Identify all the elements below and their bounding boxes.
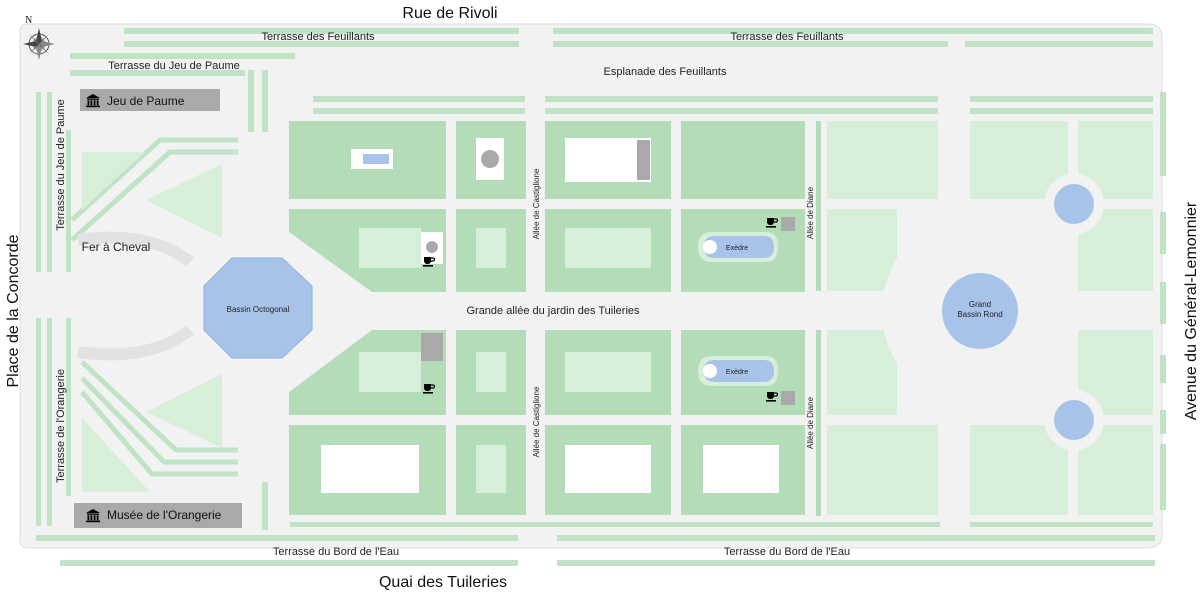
grand-bassin-rond (942, 273, 1018, 349)
fer-a-cheval-label: Fer à Cheval (82, 240, 151, 254)
exedre-north-label: Exèdre (726, 245, 748, 252)
exedre-south-label: Exèdre (726, 369, 748, 376)
compass-north-label: N (25, 15, 32, 26)
allee-diane-north: Allée de Diane (806, 186, 815, 239)
north-terrace-strips (70, 28, 1153, 114)
central-small-features (363, 140, 795, 405)
south-round-basin (1044, 390, 1104, 450)
compass-rose-icon (23, 28, 55, 60)
orangerie-building[interactable] (74, 503, 242, 528)
central-parterres (289, 121, 805, 515)
fer-a-cheval-ramps (77, 231, 194, 361)
central-parterre-insets (359, 228, 651, 493)
north-round-basin (1044, 174, 1104, 234)
west-diagonal-strips (70, 137, 238, 477)
central-white-features (321, 138, 779, 493)
exedre-north (698, 232, 778, 262)
terrace-feuillants-east: Terrasse des Feuillants (730, 31, 844, 43)
south-terrace-strips (36, 522, 1155, 566)
orangerie-label[interactable]: Musée de l'Orangerie (107, 508, 222, 522)
street-east: Avenue du Général-Lemonnier (1183, 201, 1200, 420)
allee-castiglione-south: Allée de Castiglione (532, 386, 541, 457)
grand-bassin-label-2: Bassin Rond (957, 310, 1002, 319)
street-north: Rue de Rivoli (402, 5, 497, 22)
allee-castiglione-north: Allée de Castiglione (532, 168, 541, 239)
east-terrace-strips (1160, 92, 1166, 510)
terrace-jeu-de-paume-h: Terrasse du Jeu de Paume (108, 60, 239, 72)
east-strip-columns (816, 121, 821, 516)
street-south: Quai des Tuileries (379, 574, 507, 591)
bassin-octogonal-label: Bassin Octogonal (227, 305, 290, 314)
street-west: Place de la Concorde (5, 234, 22, 387)
terrace-bord-eau-west: Terrasse du Bord de l'Eau (273, 546, 399, 558)
allee-diane-south: Allée de Diane (806, 396, 815, 449)
terrace-jeu-de-paume-v: Terrasse du Jeu de Paume (55, 99, 67, 230)
west-triangle-lawns (82, 152, 222, 492)
bassin-octogonal (203, 257, 313, 359)
grande-allee-label: Grande allée du jardin des Tuileries (466, 305, 640, 317)
terrace-orangerie-v: Terrasse de l'Orangerie (55, 369, 67, 483)
exedre-south (698, 356, 778, 386)
jeu-de-paume-label[interactable]: Jeu de Paume (107, 94, 185, 108)
jeu-de-paume-building[interactable] (80, 89, 220, 111)
west-terrace-strips (36, 70, 268, 530)
terrace-bord-eau-east: Terrasse du Bord de l'Eau (724, 546, 850, 558)
grand-bassin-label-1: Grand (969, 300, 991, 309)
esplanade-label: Esplanade des Feuillants (604, 66, 727, 78)
terrace-feuillants-west: Terrasse des Feuillants (261, 31, 375, 43)
